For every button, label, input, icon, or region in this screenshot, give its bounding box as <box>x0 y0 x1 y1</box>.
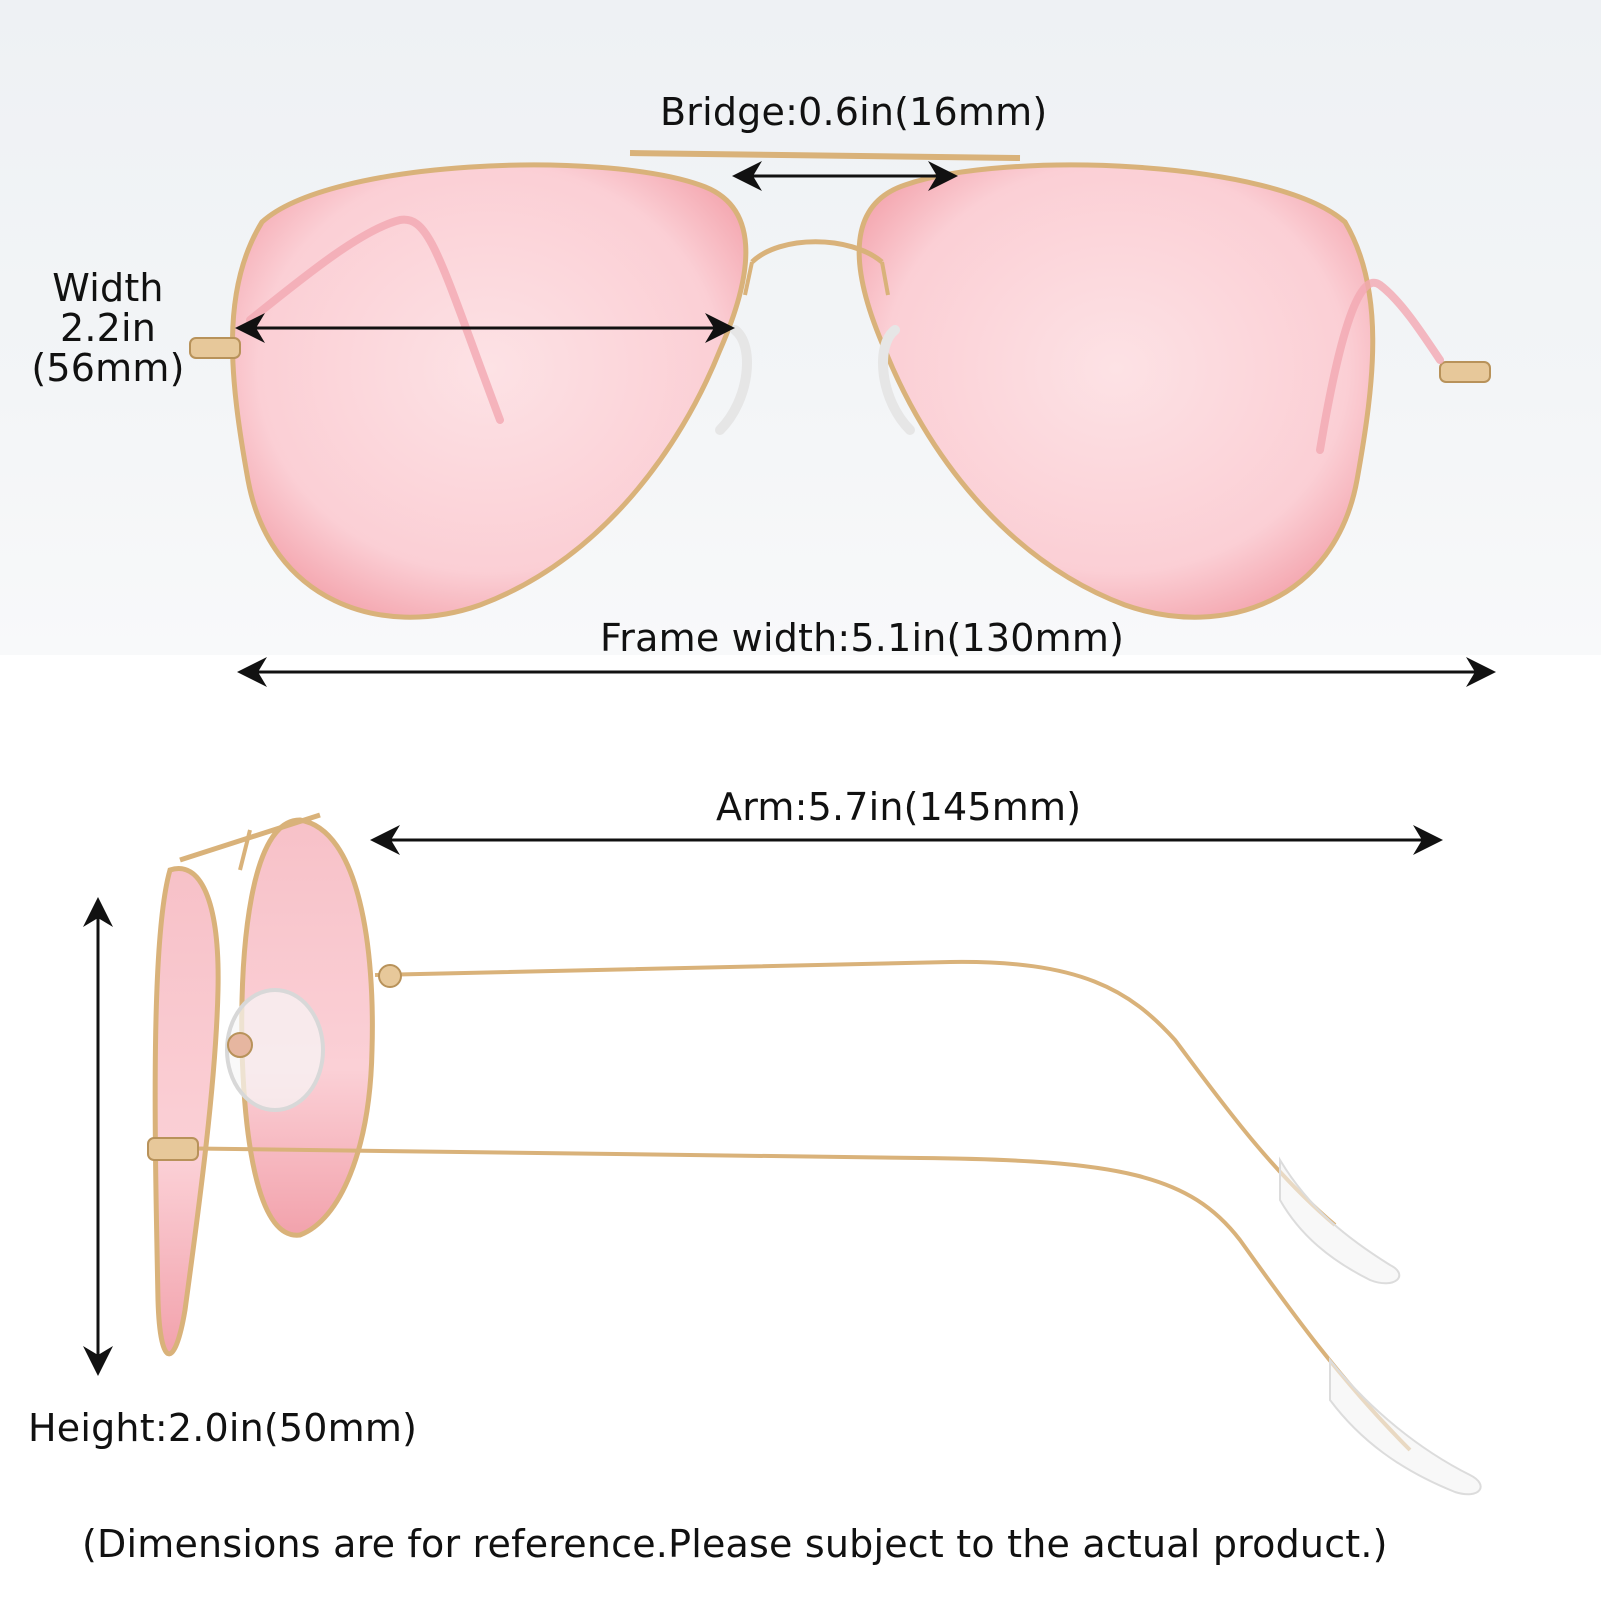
top-bar <box>629 150 1021 161</box>
hinge-right <box>1439 361 1491 383</box>
lens-height-label: Height:2.0in(50mm) <box>28 1406 418 1450</box>
side-nose-pad <box>225 988 325 1112</box>
side-temple-upper <box>374 959 1337 1227</box>
nose-bridge <box>750 239 884 264</box>
frame-width-label: Frame width:5.1in(130mm) <box>600 616 1125 660</box>
lens-width-inches: 2.2in <box>59 306 157 350</box>
lens-width-title: Width <box>52 266 164 310</box>
side-earpiece-upper <box>1279 1156 1401 1285</box>
arm-length-label: Arm:5.7in(145mm) <box>716 785 1082 829</box>
hinge-left <box>189 337 241 359</box>
lens-width-mm: (56mm) <box>31 346 185 390</box>
right-lens <box>856 162 1376 620</box>
front-view-glasses <box>189 150 1491 620</box>
side-view-glasses <box>147 812 1482 1496</box>
nose-pad-left <box>715 325 752 435</box>
reference-note: (Dimensions are for reference.Please sub… <box>82 1522 1388 1566</box>
side-earpiece-lower <box>1329 1357 1482 1496</box>
nose-pad-right <box>878 325 915 435</box>
bridge-dimension-label: Bridge:0.6in(16mm) <box>660 90 1048 134</box>
side-lens-back <box>152 866 221 1357</box>
lens-width-label: Width 2.2in (56mm) <box>28 268 188 388</box>
